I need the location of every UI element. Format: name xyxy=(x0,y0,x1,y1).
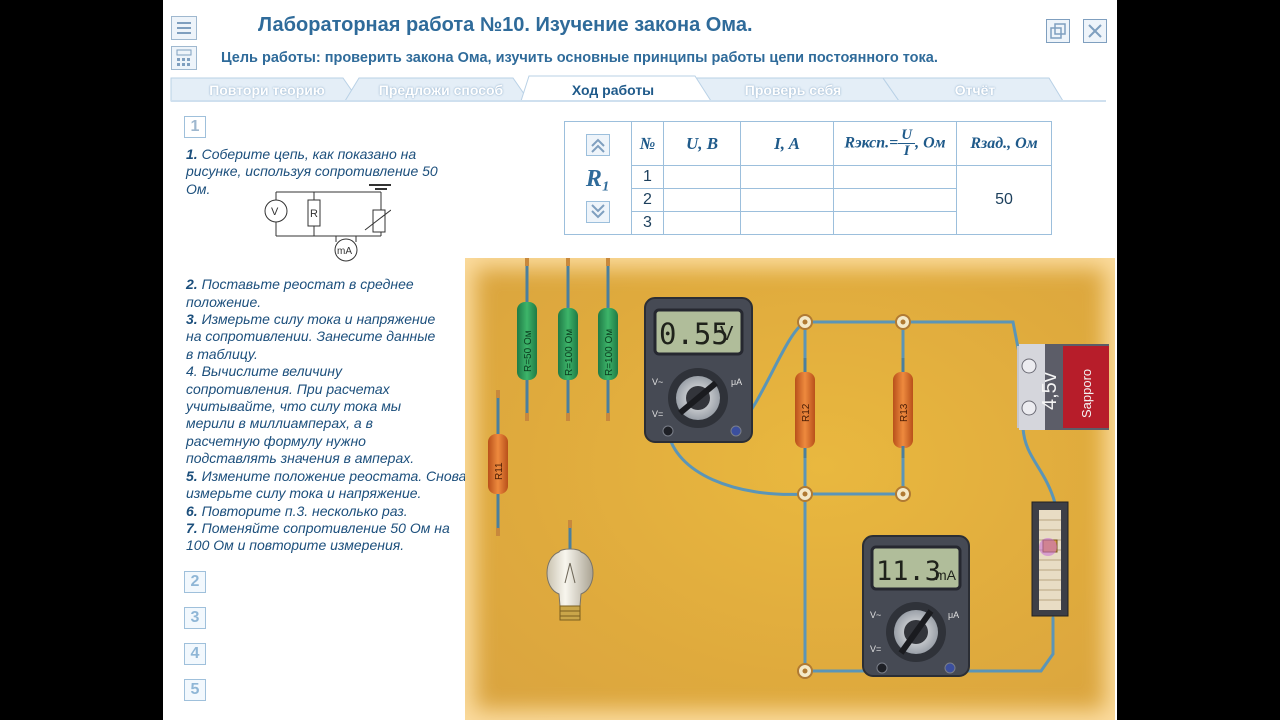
close-icon[interactable] xyxy=(1083,19,1107,43)
tab-method[interactable]: Предложи способ xyxy=(378,81,504,98)
ammeter-unit: mA xyxy=(935,567,957,583)
scroll-down-button[interactable] xyxy=(586,200,610,223)
instruction-7: 7. Поменяйте сопротивление 50 Ом на 100 … xyxy=(186,519,450,554)
meter-label: μA xyxy=(948,610,959,620)
tab-procedure[interactable]: Ход работы xyxy=(571,81,655,98)
page-title: Лабораторная работа №10. Изучение закона… xyxy=(258,14,753,36)
ammeter[interactable] xyxy=(862,535,970,677)
schematic-voltmeter-label: V xyxy=(271,206,279,218)
meter-label: V= xyxy=(652,409,663,419)
resistor-label: R=100 Ом xyxy=(604,329,615,376)
page-subtitle: Цель работы: проверить закона Ома, изучи… xyxy=(221,50,938,66)
step-1-button[interactable]: 1 xyxy=(184,116,206,138)
resistor-r12[interactable] xyxy=(795,372,815,448)
menu-icon[interactable] xyxy=(171,16,197,40)
resistor-100-ohm-a[interactable] xyxy=(558,308,578,380)
step-3-button[interactable]: 3 xyxy=(184,607,206,629)
tab-self-check[interactable]: Проверь себя xyxy=(744,81,842,98)
instruction-3: 3. Измерьте силу тока и напряжение на со… xyxy=(186,311,436,362)
instruction-4: 4. Вычислите величину сопротивления. При… xyxy=(186,363,415,467)
resistor-r11[interactable] xyxy=(488,434,508,494)
row-num: 1 xyxy=(631,165,664,189)
resistor-label: R11 xyxy=(494,462,505,480)
resistor-label: R=100 Ом xyxy=(564,329,575,376)
step-2-button[interactable]: 2 xyxy=(184,571,206,593)
resistor-row-label: R₁ xyxy=(585,165,611,192)
step-5-button[interactable]: 5 xyxy=(184,679,206,701)
schematic-resistor-label: R xyxy=(310,208,318,220)
rheostat[interactable] xyxy=(1031,501,1069,617)
resistor-label: R13 xyxy=(899,403,910,422)
resistor-label: R12 xyxy=(801,403,812,422)
resistor-50-ohm[interactable] xyxy=(517,302,537,380)
calculator-icon[interactable] xyxy=(171,46,197,70)
meter-label: V~ xyxy=(652,377,663,387)
ammeter-display: 11.3 xyxy=(876,556,941,587)
battery-voltage: 4,5v xyxy=(1039,372,1061,410)
table-row-label-cell: R₁ xyxy=(564,121,632,235)
schematic-ammeter-label: mA xyxy=(337,246,352,257)
current-cell[interactable] xyxy=(740,165,834,189)
tab-theory[interactable]: Повтори теорию xyxy=(209,81,325,98)
header-voltage: U, B xyxy=(663,121,741,166)
restore-window-icon[interactable] xyxy=(1046,19,1070,43)
battery[interactable] xyxy=(1017,344,1109,430)
meter-label: V~ xyxy=(870,610,881,620)
r-set-cell: 50 xyxy=(956,165,1052,235)
header-num: № xyxy=(631,121,664,166)
tab-report[interactable]: Отчёт xyxy=(954,81,996,98)
voltage-cell[interactable] xyxy=(663,165,741,189)
header-current: I, A xyxy=(740,121,834,166)
table-row: 2 xyxy=(565,188,1052,212)
meter-label: μA xyxy=(731,377,742,387)
scroll-up-button[interactable] xyxy=(586,133,610,156)
lab-window: Лабораторная работа №10. Изучение закона… xyxy=(163,0,1117,720)
instruction-2: 2. Поставьте реостат в среднее положение… xyxy=(186,276,414,310)
row-num: 2 xyxy=(631,188,664,212)
resistor-100-ohm-b[interactable] xyxy=(598,308,618,380)
step-4-button[interactable]: 4 xyxy=(184,643,206,665)
resistor-label: R=50 Ом xyxy=(523,330,534,372)
table-row: 1 50 xyxy=(565,165,1052,235)
voltage-cell[interactable] xyxy=(663,188,741,212)
voltmeter-display: 0.55 xyxy=(659,317,729,351)
instruction-1: 1. Соберите цепь, как показано на рисунк… xyxy=(186,146,438,197)
voltmeter-unit: V xyxy=(720,323,734,345)
meter-label: V= xyxy=(870,644,881,654)
instruction-5: 5. Измените положение реостата. Снова из… xyxy=(186,467,467,502)
voltmeter[interactable] xyxy=(644,297,753,443)
voltage-cell[interactable] xyxy=(663,211,741,235)
header-r-set: Rзад., Ом xyxy=(956,121,1052,166)
resistor-r13[interactable] xyxy=(893,372,913,448)
table-row: 3 xyxy=(565,211,1052,235)
current-cell[interactable] xyxy=(740,188,834,212)
workbench: R=50 Ом R=100 Ом R=100 Ом R11 R12 R13 xyxy=(465,258,1115,720)
r-exp-cell[interactable] xyxy=(833,211,957,235)
circuit-schematic: V R mA xyxy=(264,184,391,262)
tab-underline xyxy=(171,100,1106,102)
row-num: 3 xyxy=(631,211,664,235)
battery-brand: Sapporo xyxy=(1079,369,1094,418)
r-exp-cell[interactable] xyxy=(833,165,957,189)
light-bulb[interactable] xyxy=(546,548,594,621)
rheostat-slider-handle[interactable] xyxy=(1039,538,1057,556)
r-exp-cell[interactable] xyxy=(833,188,957,212)
current-cell[interactable] xyxy=(740,211,834,235)
instructions: 1. Соберите цепь, как показано на рисунк… xyxy=(186,146,476,555)
instruction-6: 6. Повторите п.3. несколько раз. xyxy=(186,502,408,519)
